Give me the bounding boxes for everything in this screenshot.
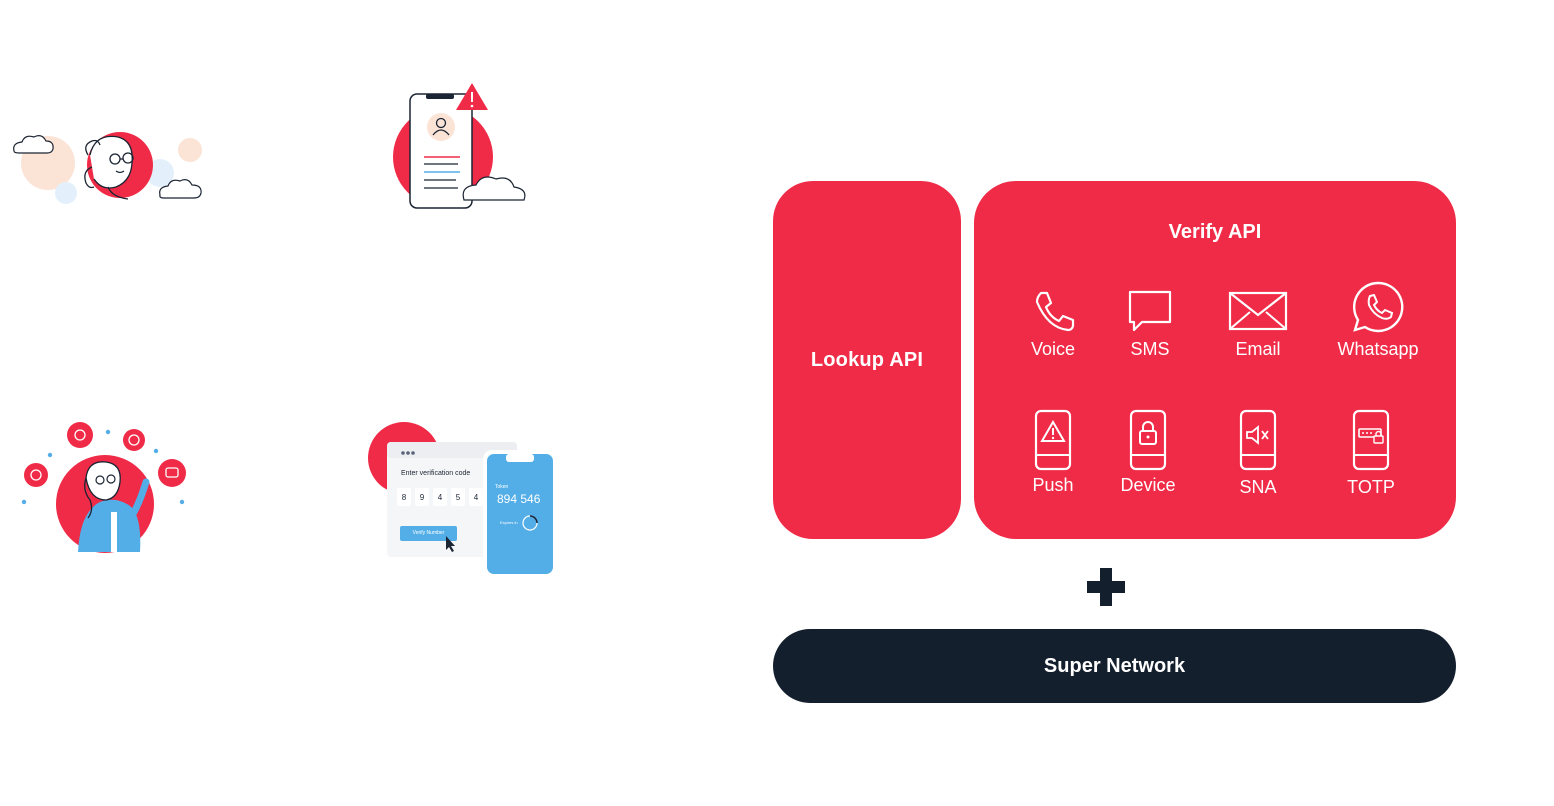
verify-api-box: Verify API Voice SMS Email Whatsapp Push: [974, 181, 1456, 539]
channel-email: Email: [1203, 285, 1313, 360]
phone-mute-icon: [1203, 409, 1313, 471]
phone-profile-alert-illustration: [388, 82, 538, 212]
super-network-label: Super Network: [1043, 654, 1186, 677]
verify-api-title: Verify API: [1168, 221, 1262, 243]
woman-channels-illustration: [20, 422, 190, 557]
channel-label: Email: [1235, 339, 1281, 359]
lookup-api-label: Lookup API: [810, 348, 924, 371]
super-network-bar: Super Network: [773, 629, 1456, 703]
lookup-api-box: Lookup API: [773, 181, 961, 539]
channel-label: Voice: [1030, 339, 1076, 359]
code-digit: 8: [401, 493, 407, 502]
token-label: Token: [495, 484, 509, 490]
code-digit: 9: [419, 493, 425, 502]
phone-icon: [998, 285, 1108, 335]
token-value: 894 546: [497, 492, 541, 506]
whatsapp-icon: [1323, 279, 1433, 335]
verification-code-illustration: Enter verification code 8 9 4 5 4 Verify…: [366, 420, 561, 582]
plus-icon: [1087, 568, 1125, 606]
code-digit: 4: [473, 493, 479, 502]
channel-push: Push: [998, 409, 1108, 496]
phone-password-icon: [1316, 409, 1426, 471]
chat-bubble-icon: [1095, 285, 1205, 335]
channel-label: SMS: [1130, 339, 1170, 359]
channel-label: TOTP: [1347, 477, 1395, 497]
channel-totp: TOTP: [1316, 409, 1426, 498]
phone-lock-icon: [1093, 409, 1203, 471]
channel-device: Device: [1093, 409, 1203, 496]
verify-number-button: Verify Number: [412, 530, 445, 536]
token-expires-label: Expires in: [500, 520, 518, 525]
channel-sna: SNA: [1203, 409, 1313, 498]
channel-label: Whatsapp: [1337, 339, 1419, 359]
phone-alert-icon: [998, 409, 1108, 471]
verification-heading: Enter verification code: [401, 470, 471, 477]
channel-label: Device: [1120, 475, 1176, 495]
channel-label: SNA: [1239, 477, 1277, 497]
code-digit: 4: [437, 493, 443, 502]
code-digit: 5: [455, 493, 461, 502]
woman-clouds-illustration: [10, 125, 210, 210]
envelope-icon: [1203, 285, 1313, 335]
channel-label: Push: [1032, 475, 1074, 495]
channel-sms: SMS: [1095, 285, 1205, 360]
channel-whatsapp: Whatsapp: [1323, 279, 1433, 360]
channel-voice: Voice: [998, 285, 1108, 360]
